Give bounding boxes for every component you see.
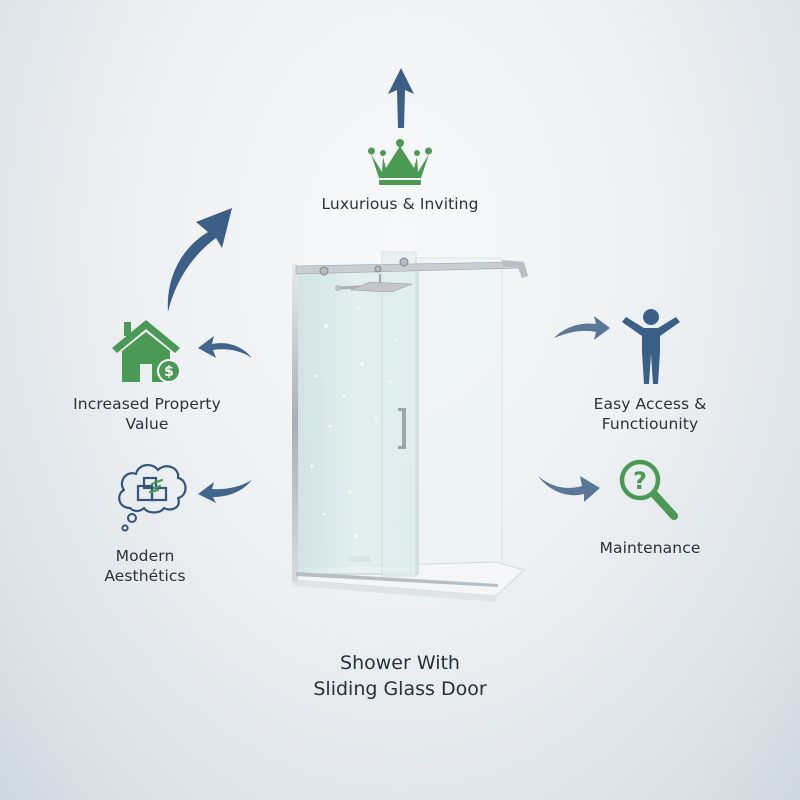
diagram-title-line2: Sliding Glass Door (313, 678, 487, 700)
curved-arrow-right-icon (552, 314, 612, 342)
benefit-label-property-line2: Value (125, 415, 169, 433)
arrow-up-icon (386, 66, 416, 130)
person-arms-up-icon (620, 308, 682, 388)
diagram-title-line1: Shower With (340, 652, 460, 674)
benefit-label-access: Easy Access & Functiounity (560, 394, 740, 434)
benefit-label-aesthetics-line2: Aesthétics (104, 567, 186, 585)
magnifier-question-icon: ? (618, 458, 680, 524)
crown-icon (368, 138, 432, 188)
shower-enclosure-image (286, 246, 534, 606)
benefit-label-access-line2: Functiounity (601, 415, 699, 433)
benefit-label-aesthetics-line1: Modern (115, 547, 175, 565)
svg-text:$: $ (164, 364, 174, 380)
curved-arrow-right-icon (536, 470, 602, 506)
curved-arrow-left-icon (196, 478, 254, 504)
curved-arrow-up-right-icon (160, 204, 240, 314)
benefit-label-luxurious: Luxurious & Inviting (321, 195, 479, 213)
benefit-label-property-line1: Increased Property (73, 395, 221, 413)
house-dollar-icon: $ (112, 318, 184, 386)
thought-cloud-icon (114, 458, 190, 536)
benefit-label-property: Increased Property Value (56, 394, 238, 434)
diagram-title: Shower With Sliding Glass Door (250, 650, 550, 702)
benefit-label-access-line1: Easy Access & (593, 395, 707, 413)
svg-text:?: ? (633, 467, 647, 495)
benefit-label-maintenance: Maintenance (599, 539, 701, 557)
curved-arrow-left-icon (196, 332, 254, 362)
benefit-label-aesthetics: Modern Aesthétics (80, 546, 210, 586)
